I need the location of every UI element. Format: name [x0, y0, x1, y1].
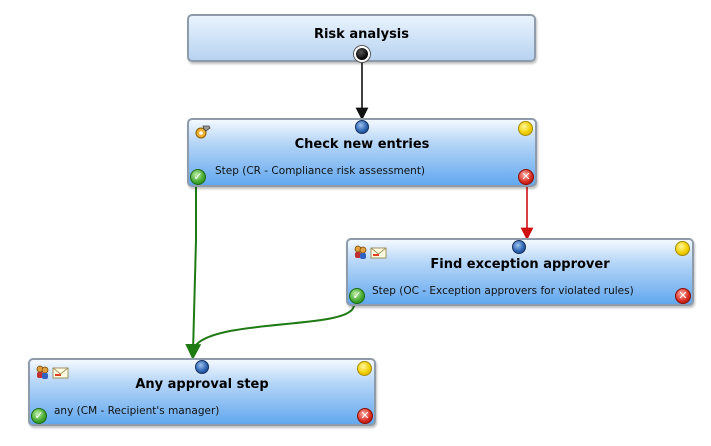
- approval-input-port[interactable]: [195, 360, 209, 374]
- check-input-port[interactable]: [355, 120, 369, 134]
- status-indicator: [675, 241, 690, 256]
- failure-exit-icon[interactable]: ✕: [675, 288, 691, 304]
- node-title: Risk analysis: [313, 27, 410, 42]
- node-title: Check new entries: [294, 137, 430, 152]
- people-mail-icon: [36, 365, 69, 379]
- success-exit-icon[interactable]: ✓: [190, 169, 206, 185]
- success-exit-icon[interactable]: ✓: [349, 288, 365, 304]
- node-subtitle: Step (CR - Compliance risk assessment): [215, 165, 426, 177]
- gear-key-icon: [195, 125, 211, 139]
- exception-input-port[interactable]: [512, 240, 526, 254]
- connector-check-success-to-approval[interactable]: [185, 186, 202, 360]
- connector-exception-success-to-approval[interactable]: [193, 304, 355, 353]
- node-title: Any approval step: [135, 377, 269, 392]
- node-subtitle: Step (OC - Exception approvers for viola…: [372, 285, 634, 297]
- node-title: Find exception approver: [430, 257, 610, 272]
- start-output-port[interactable]: [354, 46, 370, 62]
- node-subtitle: any (CM - Recipient's manager): [54, 405, 220, 417]
- success-exit-icon[interactable]: ✓: [31, 408, 47, 424]
- status-indicator: [518, 121, 533, 136]
- failure-exit-icon[interactable]: ✕: [518, 169, 534, 185]
- status-indicator: [357, 361, 372, 376]
- people-mail-icon: [354, 245, 387, 259]
- failure-exit-icon[interactable]: ✕: [357, 408, 373, 424]
